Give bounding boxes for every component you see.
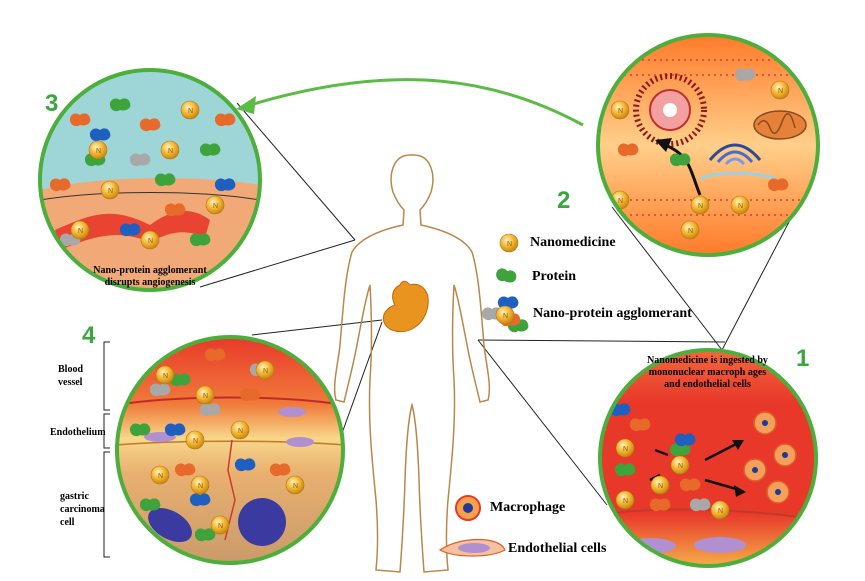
layer-gastric-label: gastric carcinoma cell xyxy=(60,491,105,528)
legend-agglomerant-label: Nano-protein agglomerant xyxy=(533,306,692,321)
legend-protein-label: Protein xyxy=(532,269,577,284)
nanomedicine-icon xyxy=(499,233,519,253)
legend-nanomedicine-label: Nanomedicine xyxy=(530,235,616,250)
panel-2-circle xyxy=(596,33,820,257)
legend-endothelial-label: Endothelial cells xyxy=(508,541,607,556)
arrow-icon xyxy=(236,78,584,127)
panel-1-circle xyxy=(598,348,818,568)
layer-blood-vessel-label: Blood vessel xyxy=(58,364,84,388)
panel-2-number: 2 xyxy=(557,187,571,214)
panel-3-circle xyxy=(38,68,262,292)
stomach-icon xyxy=(382,280,429,332)
panel-4-circle xyxy=(115,335,345,565)
agglomerant-icon xyxy=(481,296,529,333)
panel-3-caption: Nano-protein agglomerant disrupts angiog… xyxy=(93,265,207,288)
endothelial-cell-icon xyxy=(438,539,506,557)
human-body-icon xyxy=(333,154,491,573)
panel-4-number: 4 xyxy=(82,322,96,349)
legend-macrophage-label: Macrophage xyxy=(490,500,566,515)
protein-icon xyxy=(494,266,518,285)
macrophage-legend-icon xyxy=(455,495,481,521)
layer-endothelium-label: Endothelium xyxy=(50,427,106,438)
panel-1-caption: Nanomedicine is ingested by mononuclear … xyxy=(647,355,768,390)
macrophage-icon xyxy=(743,411,797,504)
panel-3-number: 3 xyxy=(45,90,59,117)
panel-1-number: 1 xyxy=(796,345,810,372)
layer-brackets xyxy=(103,341,110,558)
